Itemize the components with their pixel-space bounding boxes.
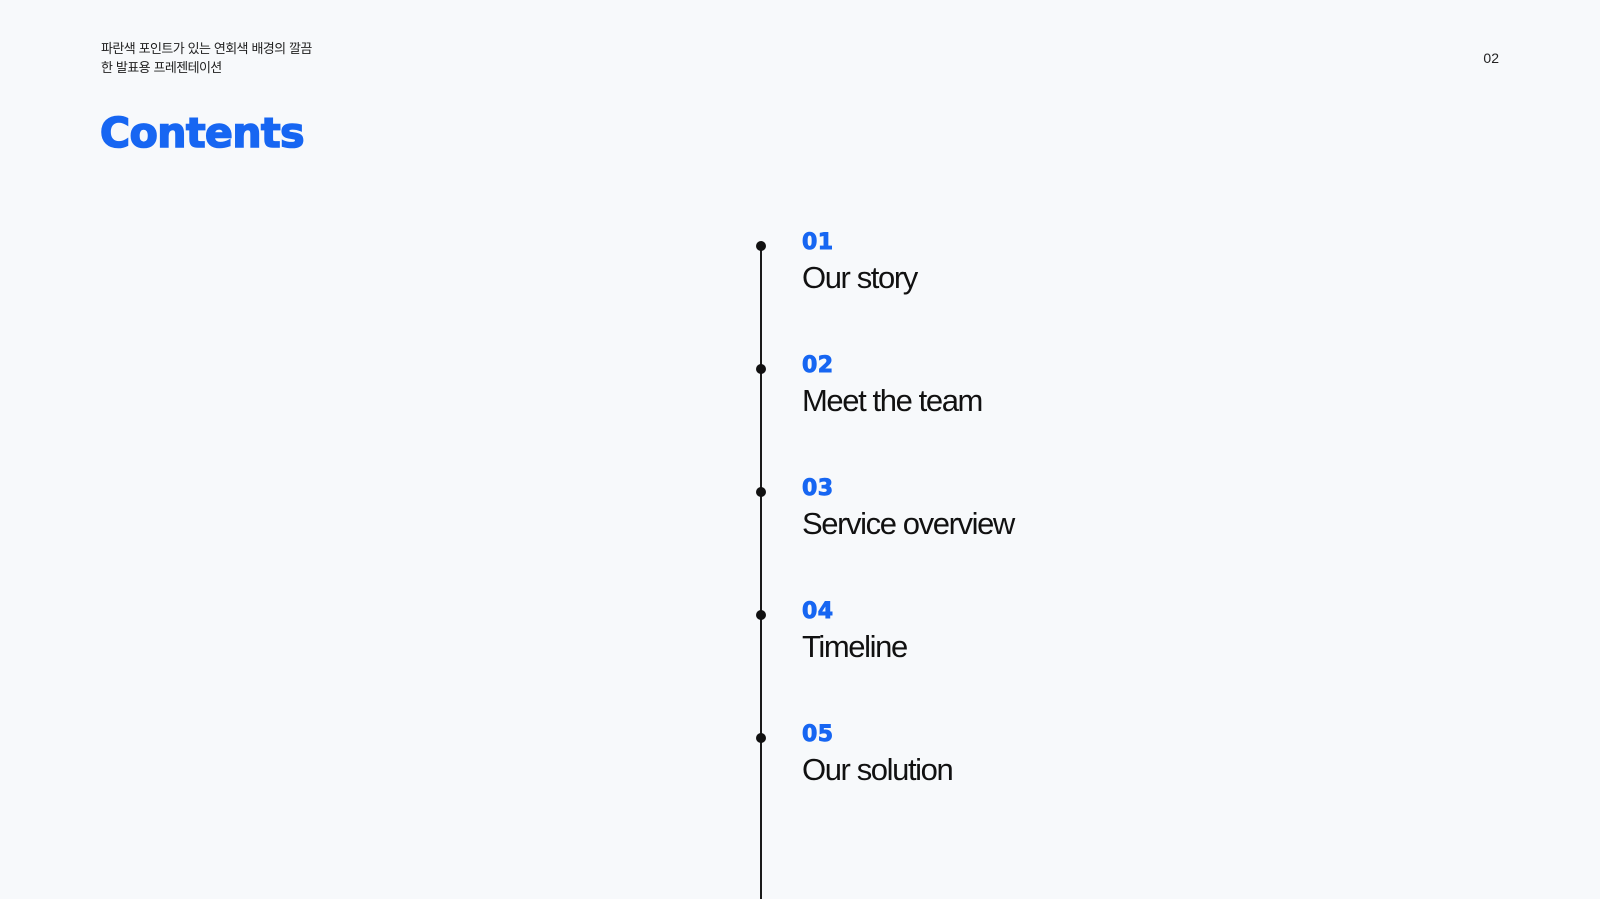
toc-item-number: 01 [802, 230, 834, 255]
toc-item-our-story[interactable]: 01 Our story [0, 228, 1600, 308]
toc-item-label: Timeline [802, 629, 908, 664]
timeline-dot [756, 364, 766, 374]
slide-subtitle: 파란색 포인트가 있는 연회색 배경의 깔끔 한 발표용 프레젠테이션 [101, 40, 312, 78]
toc-item-label: Our solution [802, 752, 954, 787]
subtitle-line-1: 파란색 포인트가 있는 연회색 배경의 깔끔 [101, 42, 312, 57]
page-title: Contents [99, 108, 305, 158]
toc-item-number: 04 [802, 599, 834, 624]
toc-item-label: Service overview [802, 506, 1015, 541]
toc-item-timeline[interactable]: 04 Timeline [0, 597, 1600, 677]
toc-item-meet-the-team[interactable]: 02 Meet the team [0, 351, 1600, 431]
timeline-dot [756, 241, 766, 251]
toc-item-our-solution[interactable]: 05 Our solution [0, 720, 1600, 800]
toc-item-label: Our story [802, 260, 918, 295]
timeline-dot [756, 487, 766, 497]
toc-item-number: 05 [802, 722, 834, 747]
toc-item-service-overview[interactable]: 03 Service overview [0, 474, 1600, 554]
timeline-dot [756, 733, 766, 743]
page-number: 02 [1483, 50, 1499, 66]
timeline-line [760, 246, 762, 899]
subtitle-line-2: 한 발표용 프레젠테이션 [101, 61, 222, 76]
toc-item-number: 02 [802, 353, 834, 378]
timeline-dot [756, 610, 766, 620]
toc-item-label: Meet the team [802, 383, 983, 418]
toc-item-number: 03 [802, 476, 834, 501]
